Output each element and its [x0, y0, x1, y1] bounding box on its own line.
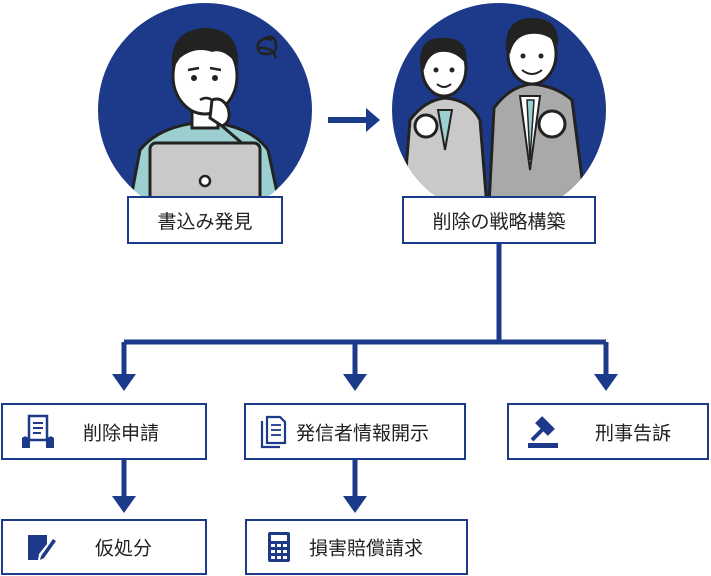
pen-paper-icon — [28, 535, 56, 560]
option-sender-disclosure: 発信者情報開示 — [244, 403, 466, 460]
followup-damages-claim-label: 損害賠償請求 — [309, 537, 424, 560]
option-deletion-request: 削除申請 — [1, 403, 207, 460]
calculator-icon — [268, 532, 290, 562]
stage-arrow — [328, 108, 380, 132]
stage-strategy-box: 削除の戦略構築 — [402, 196, 596, 244]
followup-damages-claim: 損害賠償請求 — [245, 519, 468, 575]
stage-discovery-box: 書込み発見 — [127, 196, 283, 244]
documents-icon — [260, 415, 287, 448]
document-hand-icon — [22, 414, 54, 448]
followup-provisional-disposition-label: 仮処分 — [95, 537, 153, 560]
option-criminal-complaint-label: 刑事告訴 — [595, 422, 672, 444]
stage-strategy-label: 削除の戦略構築 — [432, 210, 566, 233]
gavel-icon — [528, 415, 558, 448]
connector-arrowheads — [112, 374, 618, 513]
stage-discovery-label: 書込み発見 — [157, 210, 253, 233]
option-sender-disclosure-label: 発信者情報開示 — [296, 422, 430, 444]
followup-provisional-disposition: 仮処分 — [1, 519, 207, 575]
option-deletion-request-label: 削除申請 — [83, 422, 160, 444]
option-criminal-complaint: 刑事告訴 — [507, 403, 709, 460]
connector-lines — [121, 244, 609, 497]
business-people-illustration — [392, 3, 606, 217]
